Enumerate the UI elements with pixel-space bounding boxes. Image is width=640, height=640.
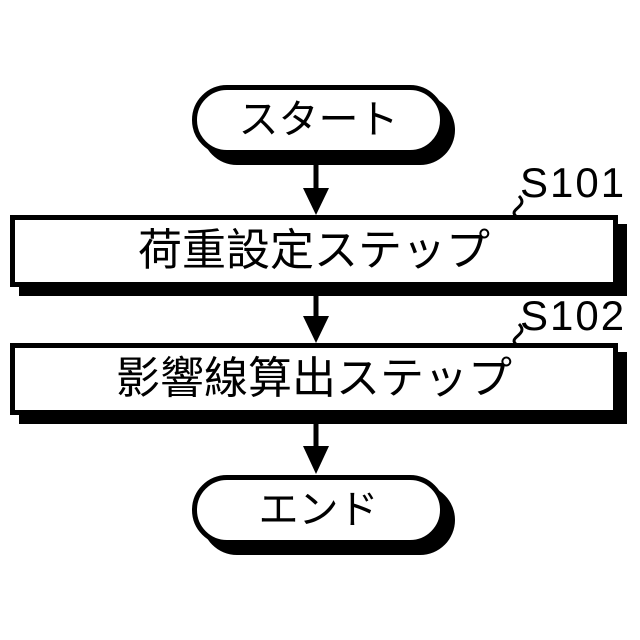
terminator-end-label: エンド: [258, 488, 379, 532]
process-load-setting-step: 荷重設定ステップ: [10, 215, 618, 287]
process-influence-line-calculation-step: 影響線算出ステップ: [10, 343, 618, 415]
step-reference-s102: S102: [520, 292, 627, 339]
terminator-end: エンド: [192, 475, 445, 545]
arrow-down-icon: [303, 285, 329, 343]
process-load-setting-step-label: 荷重設定ステップ: [138, 226, 490, 275]
terminator-start: スタート: [192, 85, 445, 155]
terminator-start-label: スタート: [238, 98, 399, 142]
process-influence-line-calculation-step-label: 影響線算出ステップ: [116, 354, 512, 403]
arrow-down-icon: [303, 413, 329, 474]
step-reference-s101: S101: [520, 159, 627, 206]
arrow-down-icon: [303, 152, 329, 215]
